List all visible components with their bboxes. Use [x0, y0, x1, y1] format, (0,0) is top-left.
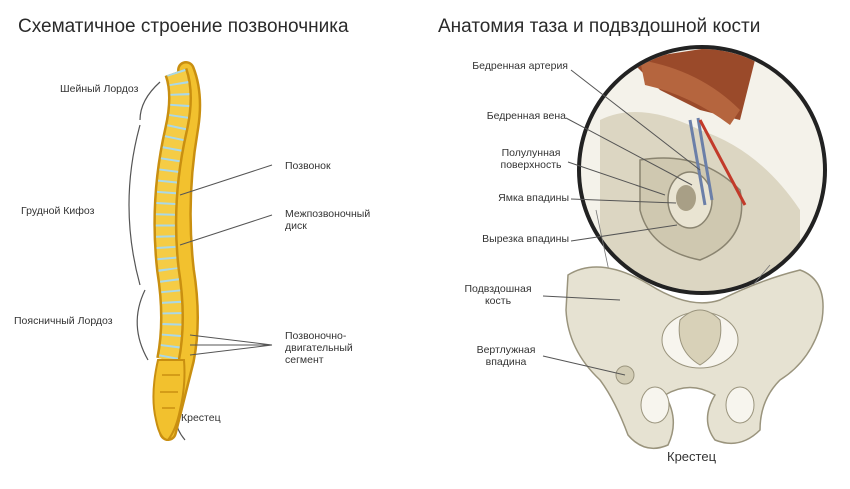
label-femoral-artery: Бедренная артерия	[472, 60, 568, 72]
label-ilium-line1: Подвздошная	[464, 283, 532, 295]
label-lunate-line2: поверхность	[500, 159, 562, 171]
pelvis-title: Анатомия таза и подвздошной кости	[438, 16, 761, 37]
thoracic-bracket	[128, 124, 141, 286]
label-segment-line3: сегмент	[285, 354, 324, 366]
label-sacrum-pelvis: Крестец	[667, 449, 717, 464]
label-intervertebral-disc: Межпозвоночный диск	[285, 208, 370, 232]
label-femoral-vein: Бедренная вена	[486, 110, 566, 122]
label-disc-line2: диск	[285, 220, 307, 232]
label-ilium-line2: кость	[484, 295, 512, 307]
label-segment-line1: Позвоночно-	[285, 330, 347, 342]
spine-title: Схематичное строение позвоночника	[18, 16, 349, 37]
spine-column	[152, 61, 202, 442]
label-acetabulum-line1: Вертлужная	[476, 344, 536, 356]
label-segment-line2: двигательный	[285, 342, 353, 354]
label-disc-line1: Межпозвоночный	[285, 208, 371, 220]
label-acetabulum: Вертлужная впадина	[468, 344, 544, 368]
label-lumbar-lordosis: Поясничный Лордоз	[14, 315, 113, 327]
label-acetabular-fossa: Ямка впадины	[498, 192, 569, 204]
cervical-bracket	[139, 81, 161, 121]
pelvis-bone	[565, 266, 824, 450]
label-vertebra: Позвонок	[285, 160, 331, 172]
label-lunate-surface: Полулунная поверхность	[494, 147, 568, 171]
label-motion-segment: Позвоночно- двигательный сегмент	[285, 330, 353, 366]
label-sacrum-spine: Крестец	[181, 412, 221, 424]
label-lunate-line1: Полулунная	[501, 147, 561, 159]
label-acetabulum-line2: впадина	[485, 356, 527, 368]
magnified-hip-view	[577, 45, 827, 295]
label-ilium: Подвздошная кость	[454, 283, 542, 307]
lumbar-bracket	[136, 289, 149, 361]
label-cervical-lordosis: Шейный Лордоз	[60, 83, 139, 95]
label-thoracic-kyphosis: Грудной Кифоз	[21, 205, 95, 217]
label-acetabular-notch: Вырезка впадины	[482, 233, 569, 245]
